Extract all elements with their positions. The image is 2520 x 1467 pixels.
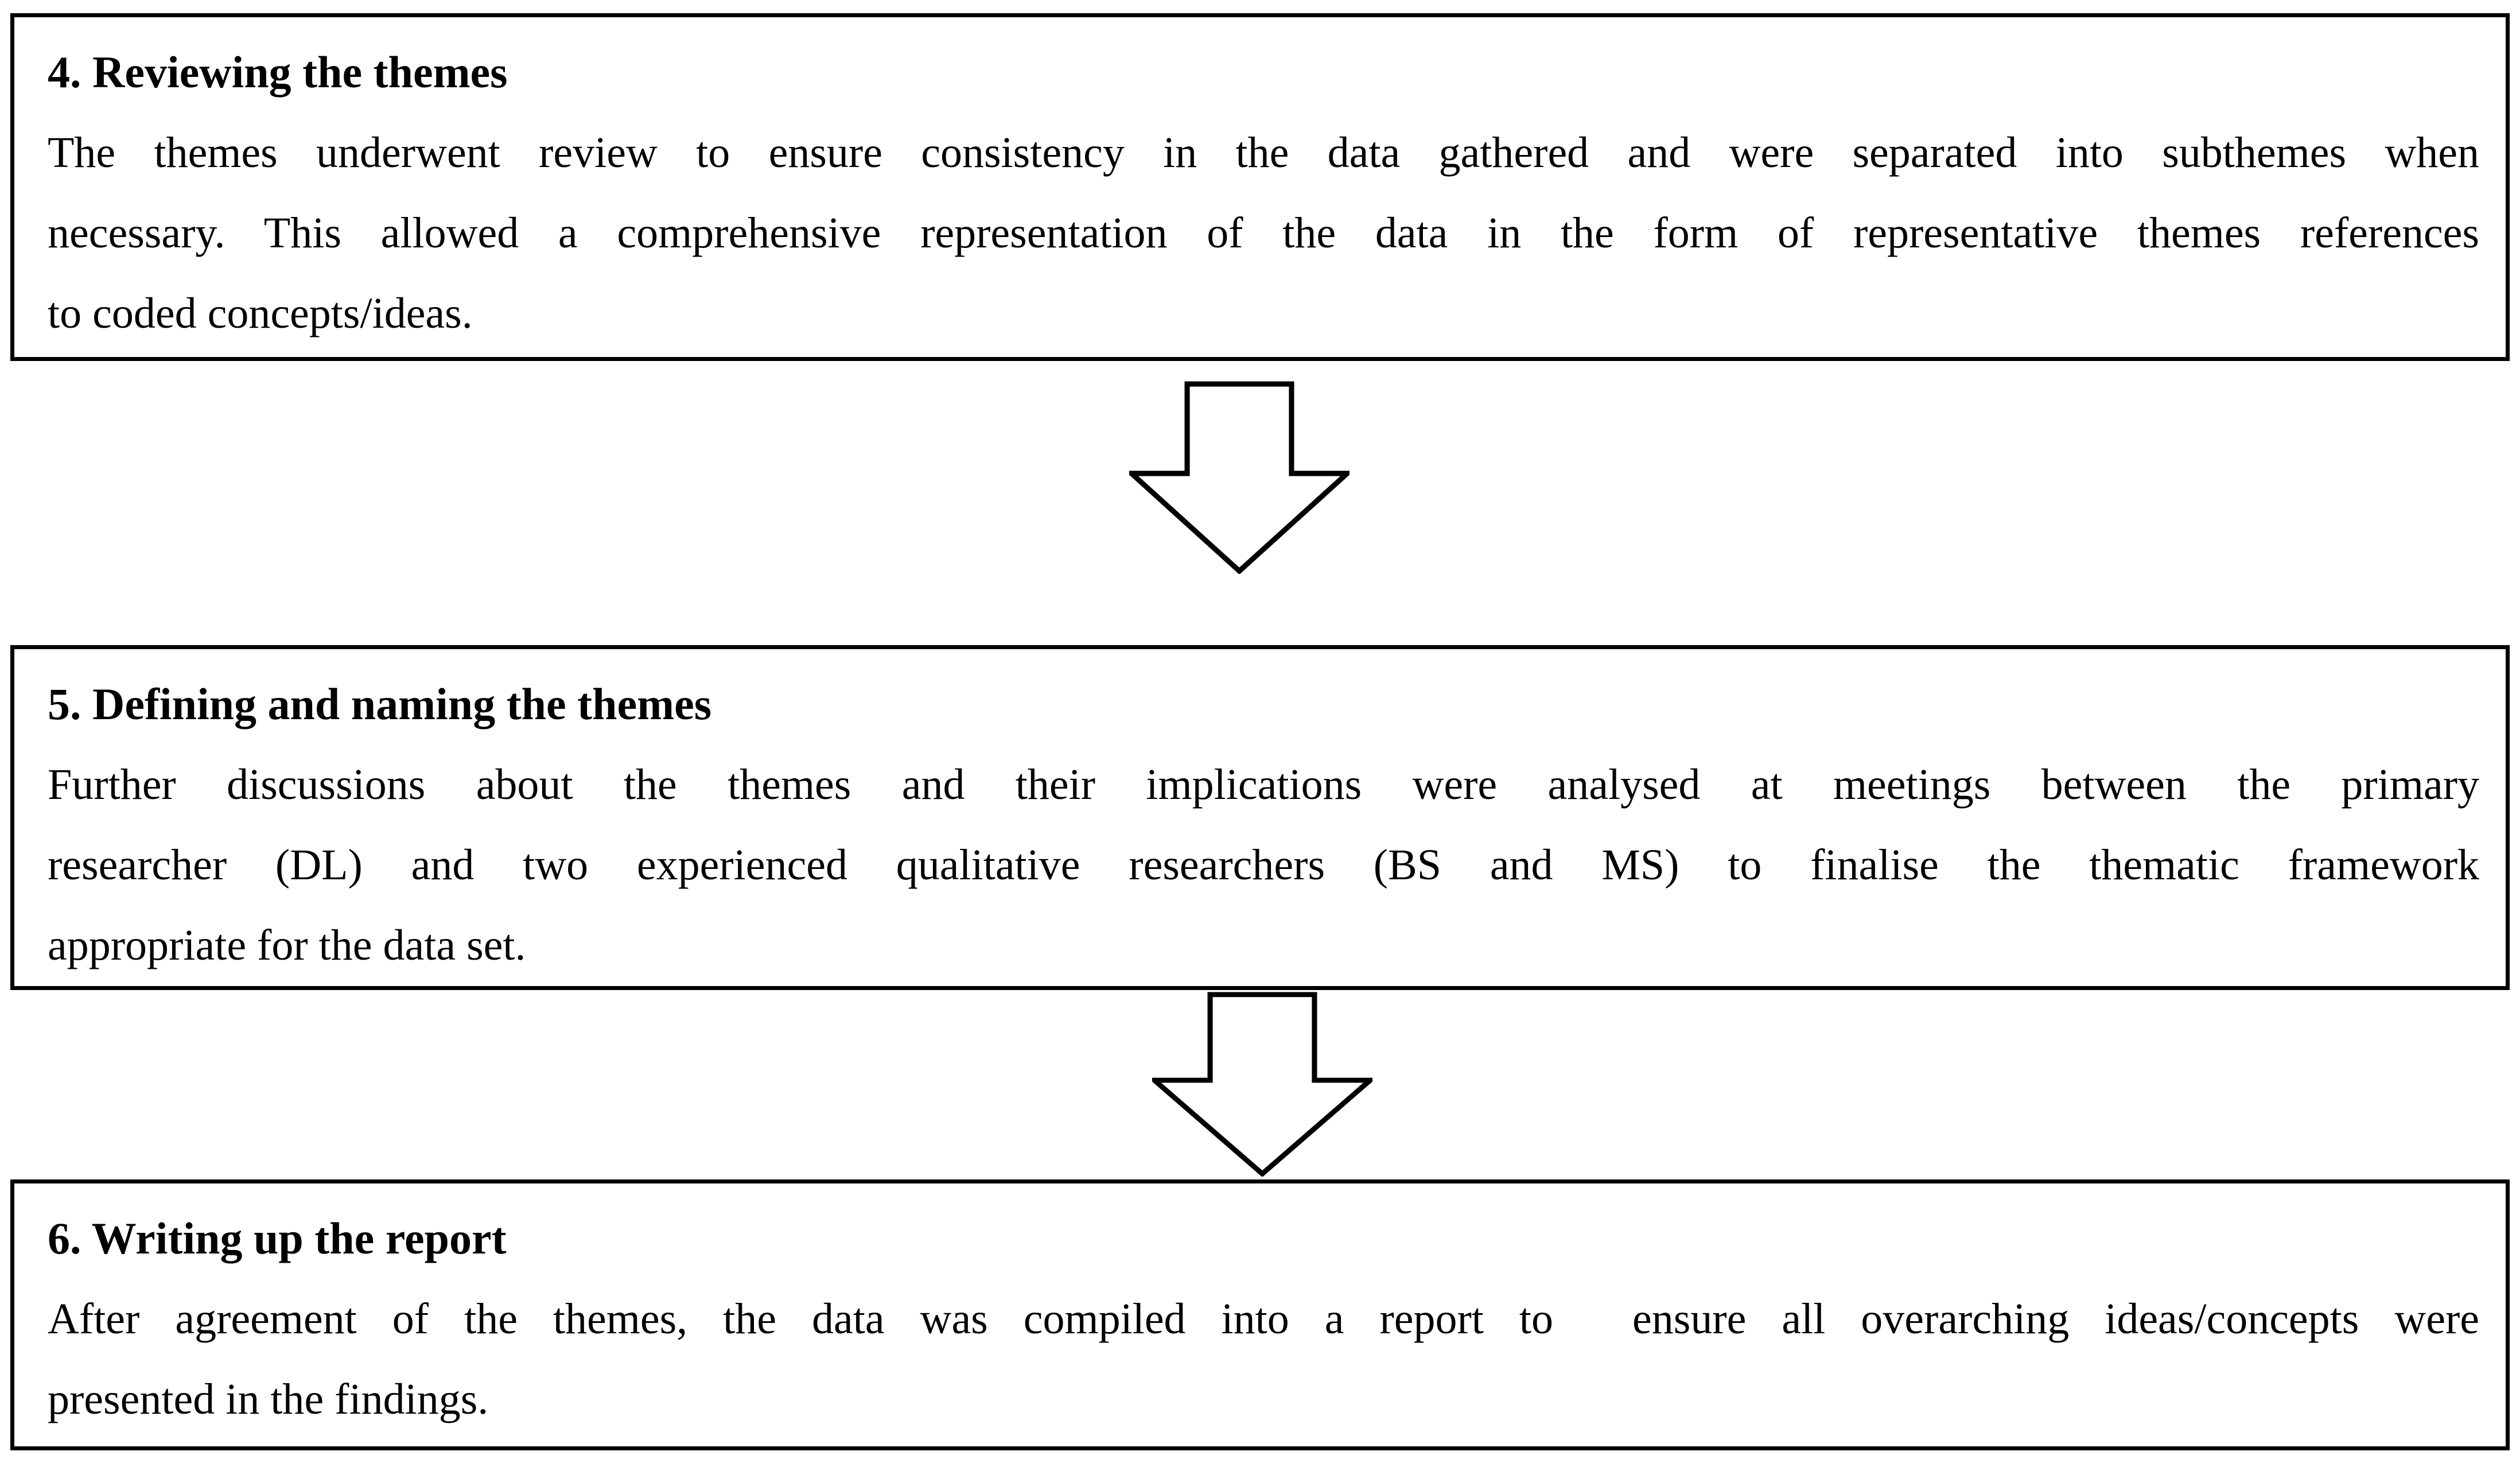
step-text-line: The themes underwent review to ensure co… (48, 129, 2479, 177)
step-box-defining-naming-themes: 5. Defining and naming the themes Furthe… (10, 645, 2510, 990)
down-arrow-icon (1129, 381, 1350, 574)
step-title: 5. Defining and naming the themes (48, 679, 712, 729)
step-text-line: presented in the findings. (48, 1375, 489, 1423)
step-title: 6. Writing up the report (48, 1213, 507, 1263)
down-arrow-icon (1152, 992, 1372, 1177)
step-box-reviewing-themes: 4. Reviewing the themes The themes under… (10, 13, 2510, 361)
step-text-line: After agreement of the themes, the data … (48, 1295, 2479, 1343)
step-box-writing-report: 6. Writing up the report After agreement… (10, 1179, 2510, 1450)
step-text-line: appropriate for the data set. (48, 921, 526, 969)
step-text-line: necessary. This allowed a comprehensive … (48, 209, 2479, 257)
step-text-line: researcher (DL) and two experienced qual… (48, 841, 2479, 889)
step-text-line: to coded concepts/ideas. (48, 289, 473, 337)
step-title: 4. Reviewing the themes (48, 47, 508, 97)
step-text-line: Further discussions about the themes and… (48, 760, 2479, 809)
